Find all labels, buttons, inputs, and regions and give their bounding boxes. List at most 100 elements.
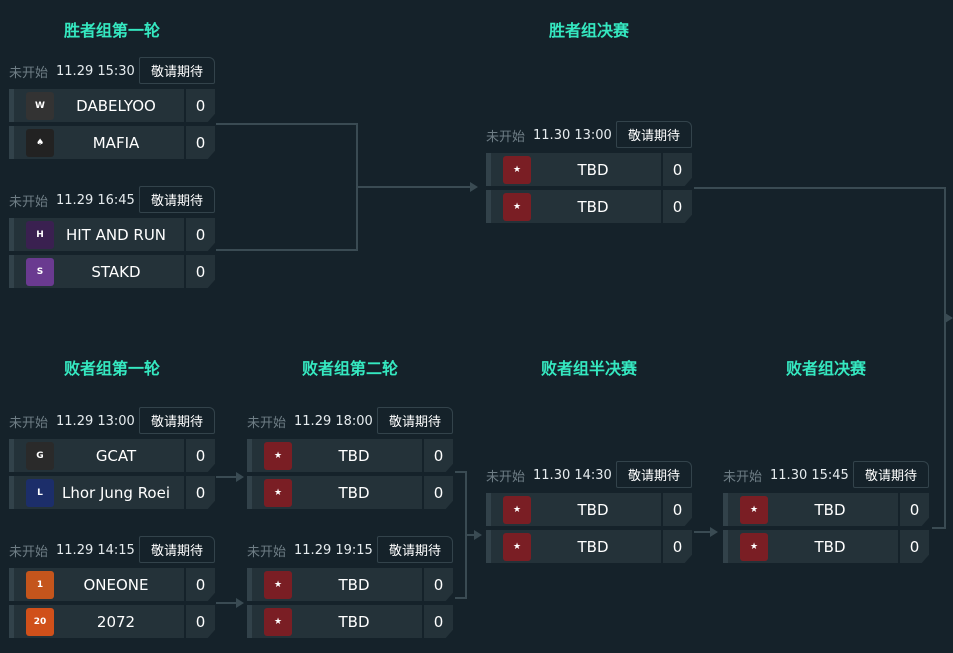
team-row[interactable]: W DABELYOO 0: [9, 89, 215, 122]
stay-tuned-button[interactable]: 敬请期待: [616, 461, 692, 488]
team-score: 0: [186, 126, 215, 159]
team-name: MAFIA: [92, 133, 140, 152]
stay-tuned-button[interactable]: 敬请期待: [139, 57, 215, 84]
match-status: 未开始: [9, 65, 49, 81]
team-row[interactable]: L Lhor Jung Roei 0: [9, 476, 215, 509]
team-name: TBD: [577, 160, 609, 179]
title-winners-round1: 胜者组第一轮: [63, 21, 160, 40]
team-row[interactable]: S STAKD 0: [9, 255, 215, 288]
match-status: 未开始: [9, 544, 49, 560]
tbd-shield-icon: ★: [503, 532, 531, 561]
match-header: 未开始 11.30 15:45 敬请期待: [723, 461, 929, 489]
team-name: DABELYOO: [76, 96, 156, 115]
team-name: 2072: [96, 612, 136, 631]
team-score: 0: [186, 439, 215, 472]
title-losers-semifinal: 败者组半决赛: [540, 359, 637, 378]
team-score: 0: [186, 255, 215, 288]
team-name: TBD: [814, 537, 846, 556]
oneone-logo-icon: 1: [26, 570, 54, 599]
team-score: 0: [186, 218, 215, 251]
team-name: ONEONE: [83, 575, 149, 594]
team-row[interactable]: ★ TBD 0: [486, 493, 692, 526]
team-name: TBD: [338, 575, 370, 594]
match-status: 未开始: [723, 469, 763, 485]
team-name: TBD: [814, 500, 846, 519]
stay-tuned-button[interactable]: 敬请期待: [377, 407, 453, 434]
tbd-shield-icon: ★: [503, 155, 531, 184]
team-row[interactable]: ★ TBD 0: [723, 530, 929, 563]
tbd-shield-icon: ★: [264, 570, 292, 599]
match-status: 未开始: [9, 415, 49, 431]
team-name: TBD: [577, 537, 609, 556]
match-time: 11.29 16:45: [56, 192, 135, 208]
match-time: 11.30 15:45: [770, 467, 849, 483]
stay-tuned-button[interactable]: 敬请期待: [377, 536, 453, 563]
stakd-logo-icon: S: [26, 257, 54, 286]
team-name: TBD: [338, 483, 370, 502]
match-header: 未开始 11.29 19:15 敬请期待: [247, 536, 453, 564]
match-status: 未开始: [486, 129, 526, 145]
team-score: 0: [663, 190, 692, 223]
match-header: 未开始 11.30 13:00 敬请期待: [486, 121, 692, 149]
mafia-logo-icon: ♠: [26, 128, 54, 157]
team-name: TBD: [338, 446, 370, 465]
title-winners-final: 胜者组决赛: [548, 21, 629, 40]
match-status: 未开始: [247, 544, 287, 560]
stay-tuned-button[interactable]: 敬请期待: [616, 121, 692, 148]
match-time: 11.29 14:15: [56, 542, 135, 558]
tbd-shield-icon: ★: [740, 495, 768, 524]
team-score: 0: [424, 439, 453, 472]
stay-tuned-button[interactable]: 敬请期待: [853, 461, 929, 488]
team-row[interactable]: ★ TBD 0: [486, 190, 692, 223]
team-name: Lhor Jung Roei: [61, 483, 171, 502]
2072-logo-icon: 20: [26, 607, 54, 636]
ljr-logo-icon: L: [26, 478, 54, 507]
tbd-shield-icon: ★: [264, 607, 292, 636]
title-losers-round1: 败者组第一轮: [63, 359, 160, 378]
match-card: 未开始 11.29 18:00 敬请期待 ★ TBD 0 ★ TBD 0: [247, 407, 453, 509]
match-card: 未开始 11.29 13:00 敬请期待 G GCAT 0 L Lhor Jun…: [9, 407, 215, 509]
match-header: 未开始 11.29 16:45 敬请期待: [9, 186, 215, 214]
team-score: 0: [186, 89, 215, 122]
team-score: 0: [424, 605, 453, 638]
tbd-shield-icon: ★: [264, 441, 292, 470]
team-row[interactable]: ★ TBD 0: [723, 493, 929, 526]
team-score: 0: [663, 153, 692, 186]
stay-tuned-button[interactable]: 敬请期待: [139, 407, 215, 434]
match-card: 未开始 11.29 14:15 敬请期待 1 ONEONE 0 20 2072 …: [9, 536, 215, 638]
team-score: 0: [186, 476, 215, 509]
match-card: 未开始 11.29 19:15 敬请期待 ★ TBD 0 ★ TBD 0: [247, 536, 453, 638]
match-time: 11.30 13:00: [533, 127, 612, 143]
team-row[interactable]: ♠ MAFIA 0: [9, 126, 215, 159]
match-time: 11.29 18:00: [294, 413, 373, 429]
match-card: 未开始 11.30 13:00 敬请期待 ★ TBD 0 ★ TBD 0: [486, 121, 692, 223]
tbd-shield-icon: ★: [740, 532, 768, 561]
team-name: STAKD: [91, 262, 141, 281]
hit-logo-icon: H: [26, 220, 54, 249]
team-row[interactable]: ★ TBD 0: [247, 605, 453, 638]
team-row[interactable]: ★ TBD 0: [247, 439, 453, 472]
match-card: 未开始 11.29 16:45 敬请期待 H HIT AND RUN 0 S S…: [9, 186, 215, 288]
match-time: 11.29 19:15: [294, 542, 373, 558]
team-row[interactable]: ★ TBD 0: [486, 153, 692, 186]
w-keycap-icon: W: [26, 91, 54, 120]
match-card: 未开始 11.29 15:30 敬请期待 W DABELYOO 0 ♠ MAFI…: [9, 57, 215, 159]
team-row[interactable]: G GCAT 0: [9, 439, 215, 472]
tbd-shield-icon: ★: [264, 478, 292, 507]
team-row[interactable]: 20 2072 0: [9, 605, 215, 638]
team-row[interactable]: ★ TBD 0: [247, 568, 453, 601]
team-row[interactable]: ★ TBD 0: [247, 476, 453, 509]
match-status: 未开始: [486, 469, 526, 485]
team-row[interactable]: H HIT AND RUN 0: [9, 218, 215, 251]
match-status: 未开始: [9, 194, 49, 210]
gcat-logo-icon: G: [26, 441, 54, 470]
match-time: 11.29 13:00: [56, 413, 135, 429]
team-score: 0: [424, 568, 453, 601]
team-row[interactable]: 1 ONEONE 0: [9, 568, 215, 601]
team-row[interactable]: ★ TBD 0: [486, 530, 692, 563]
team-name: TBD: [577, 500, 609, 519]
match-card: 未开始 11.30 15:45 敬请期待 ★ TBD 0 ★ TBD 0: [723, 461, 929, 563]
stay-tuned-button[interactable]: 敬请期待: [139, 186, 215, 213]
stay-tuned-button[interactable]: 敬请期待: [139, 536, 215, 563]
